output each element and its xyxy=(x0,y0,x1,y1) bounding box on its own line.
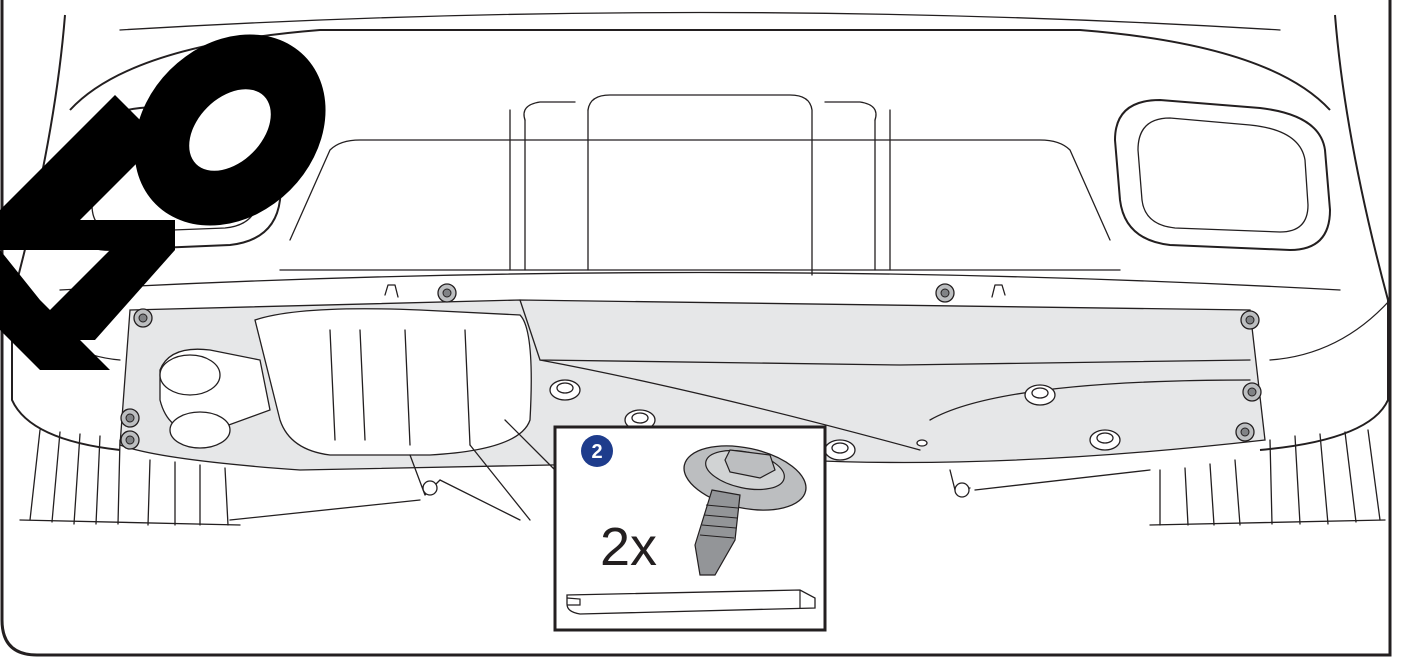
push-rivet-clip-icon xyxy=(683,445,807,576)
watermark-letter-n-lower xyxy=(0,250,110,370)
quantity-label: 2x xyxy=(600,517,657,577)
bolt-8 xyxy=(120,430,140,450)
bolt-5 xyxy=(1242,382,1262,402)
bolt-1 xyxy=(133,308,153,328)
body-grommets xyxy=(549,379,1121,461)
exhaust-heat-shield xyxy=(159,308,532,496)
step-badge xyxy=(581,435,613,467)
watermark-letter-o xyxy=(134,34,326,226)
rear-axle xyxy=(229,469,1151,521)
rear-bumper xyxy=(9,11,1391,451)
callout-leader-lines xyxy=(469,419,556,521)
callout-inset: 2 2x xyxy=(553,425,827,632)
watermark-letter-n xyxy=(0,95,175,340)
bolt-4 xyxy=(1240,310,1260,330)
edge-clip-right xyxy=(991,284,1006,298)
left-tyre xyxy=(19,429,241,526)
bolt-3 xyxy=(935,283,955,303)
trim-removal-tool-icon xyxy=(566,589,816,615)
edge-clip-left xyxy=(384,284,399,298)
bolt-7 xyxy=(120,408,140,428)
bolt-2 xyxy=(437,283,457,303)
watermark-no xyxy=(0,34,326,370)
right-tyre xyxy=(1149,429,1386,526)
right-exhaust-tip xyxy=(1114,99,1331,251)
step-number: 2 xyxy=(591,441,602,463)
bolt-6 xyxy=(1235,422,1255,442)
